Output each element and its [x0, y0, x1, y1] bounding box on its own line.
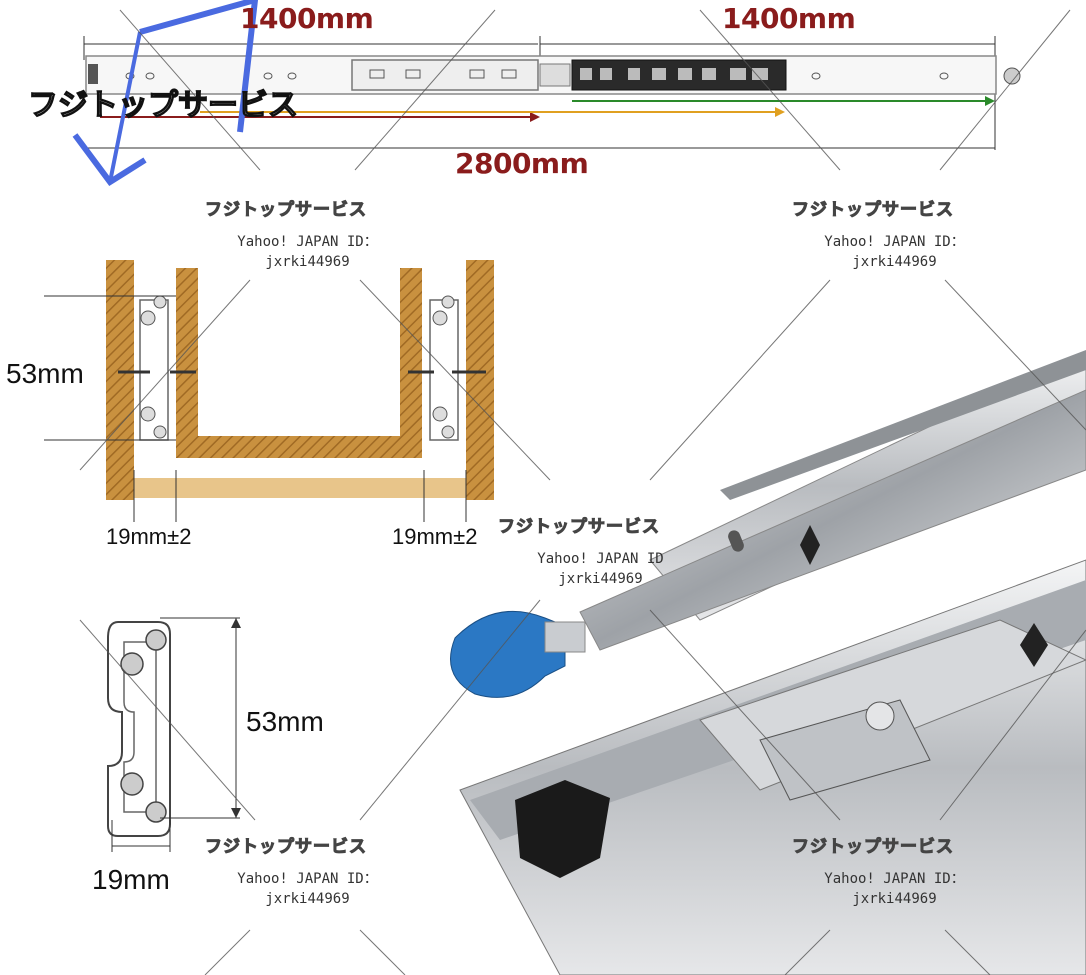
watermark: フジトップサービス Yahoo! JAPAN ID： jxrki44969	[205, 837, 378, 908]
profile-width-label: 19mm	[92, 864, 170, 895]
brand-overlay-text: フジトップサービス	[27, 87, 298, 123]
watermark: フジトップサービス Yahoo! JAPAN ID： jxrki44969	[792, 837, 965, 908]
slide-photo	[450, 350, 1086, 975]
profile-height-label: 53mm	[246, 706, 324, 737]
cabinet-cross-section	[44, 260, 494, 522]
left-length-label: 1400mm	[240, 2, 374, 35]
right-thickness-label: 19mm±2	[392, 524, 478, 549]
right-length-label: 1400mm	[722, 2, 856, 35]
cabinet-height-label: 53mm	[6, 358, 84, 389]
total-length-label: 2800mm	[455, 147, 589, 180]
watermark: フジトップサービス Yahoo! JAPAN ID： jxrki44969	[792, 200, 965, 271]
top-slide-diagram	[72, 0, 1021, 187]
watermark-lines	[79, 9, 1086, 975]
rail-profile	[107, 617, 241, 852]
watermark: フジトップサービス Yahoo! JAPAN ID jxrki44969	[498, 517, 664, 588]
watermark: フジトップサービス Yahoo! JAPAN ID： jxrki44969	[205, 200, 378, 271]
left-thickness-label: 19mm±2	[106, 524, 192, 549]
